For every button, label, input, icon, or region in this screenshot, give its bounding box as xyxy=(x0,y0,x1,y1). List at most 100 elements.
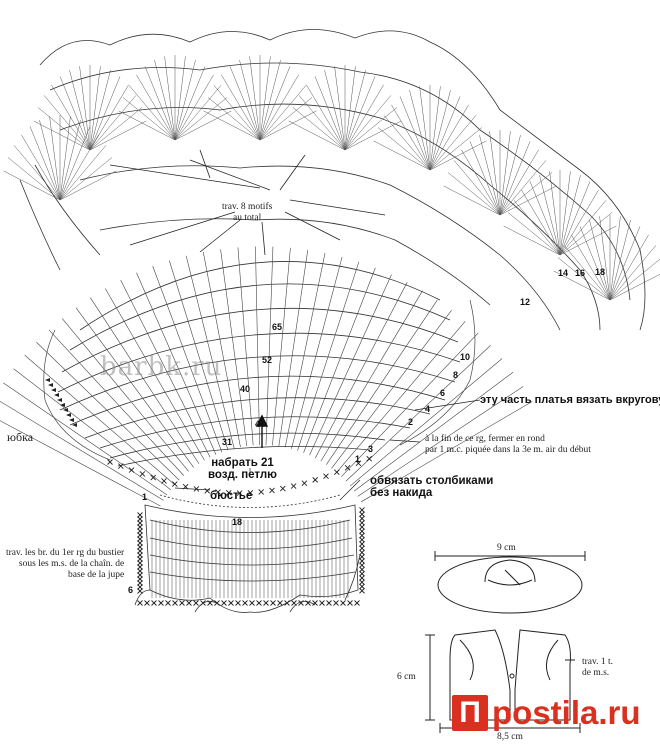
row-8: 8 xyxy=(453,370,458,380)
stitch-line xyxy=(559,181,591,256)
row-arrow xyxy=(51,388,56,392)
dim-vest-height: 6 cm xyxy=(397,672,416,682)
stitch-line xyxy=(333,469,340,475)
stitch-line xyxy=(359,545,365,552)
label-motifs: trav. 8 motifs au total xyxy=(222,202,273,223)
stitch-line xyxy=(503,225,561,256)
stitch-line xyxy=(429,104,469,171)
stitch-line xyxy=(7,157,61,201)
stitch-line xyxy=(340,600,346,606)
stitch-line xyxy=(341,332,479,477)
stitch-line xyxy=(137,572,143,578)
bodice-row-6: 6 xyxy=(128,585,133,595)
stitch-line xyxy=(24,354,176,486)
stitch-line xyxy=(291,600,297,606)
stitch-line xyxy=(377,127,431,171)
stitch-line xyxy=(359,562,365,569)
stitch-line xyxy=(136,272,217,455)
label-bodice-fr: trav. les br. du 1er rg du bustier sous … xyxy=(6,548,125,580)
row-12: 12 xyxy=(520,297,530,307)
stitch-line xyxy=(344,84,384,151)
sc-crosses xyxy=(107,455,373,606)
stitch-line xyxy=(48,329,185,476)
stitch-line xyxy=(203,110,261,141)
stitch-line xyxy=(259,110,317,141)
stitch-line xyxy=(59,126,91,201)
stitch-line xyxy=(59,170,117,201)
stitch-line xyxy=(571,234,611,301)
stitch-line xyxy=(144,66,176,141)
label-end-round: à la fin de ce rg, fermer en rond par 1 … xyxy=(425,434,591,455)
stitch-line xyxy=(221,74,261,141)
stitch-line xyxy=(259,66,291,141)
stitch-line xyxy=(259,85,307,141)
stitch-line xyxy=(499,141,531,216)
stitch-line xyxy=(277,600,283,606)
stitch-line xyxy=(599,216,611,301)
fan-spokes xyxy=(0,246,533,507)
stitch-line xyxy=(359,583,365,590)
stitch-line xyxy=(174,85,222,141)
stitch-line xyxy=(549,171,561,256)
start-arrow xyxy=(255,414,269,448)
stitch-line xyxy=(301,480,308,487)
stitch-line xyxy=(359,553,365,560)
stitch-line xyxy=(49,116,61,201)
stitch-line xyxy=(29,126,61,201)
stitch-line xyxy=(383,115,431,171)
stitch-line xyxy=(290,483,297,489)
stitch-line xyxy=(128,85,176,141)
stitch-line xyxy=(263,600,269,606)
stitch-line xyxy=(61,318,189,472)
stitch-line xyxy=(499,172,553,216)
stitch-line xyxy=(521,189,561,256)
stitch-line xyxy=(326,299,438,465)
dim-vest-width: 8,5 cm xyxy=(497,732,523,742)
stitch-line xyxy=(89,70,111,151)
stitch-line xyxy=(306,84,346,151)
stitch-line xyxy=(309,274,392,456)
stitch-line xyxy=(179,600,185,606)
row-31: 31 xyxy=(222,437,232,447)
stitch-line xyxy=(361,401,533,503)
stitch-line xyxy=(359,528,365,535)
bodice-stitches xyxy=(151,520,349,598)
stitch-line xyxy=(559,200,607,256)
stitch-line xyxy=(122,97,176,141)
row-1: 1 xyxy=(355,454,360,464)
row-arrow xyxy=(69,418,74,422)
stitch-line xyxy=(220,249,248,447)
stitch-line xyxy=(239,60,261,141)
stitch-line xyxy=(186,600,192,606)
stitch-line xyxy=(323,473,329,479)
stitch-line xyxy=(359,570,365,577)
stitch-line xyxy=(213,85,261,141)
stitch-line xyxy=(137,556,143,562)
stitch-line xyxy=(609,234,649,301)
stitch-line xyxy=(334,66,346,151)
stitch-line xyxy=(499,131,511,216)
postila-logo-icon: П xyxy=(452,695,488,731)
row-52: 52 xyxy=(262,355,272,365)
stitch-line xyxy=(137,548,143,554)
stitch-line xyxy=(174,66,206,141)
stitch-line xyxy=(164,56,176,141)
stitch-line xyxy=(171,481,178,487)
stitch-line xyxy=(324,70,346,151)
stitch-line xyxy=(453,160,501,216)
stitch-line xyxy=(429,90,451,171)
stitch-line xyxy=(499,135,521,216)
stitch-line xyxy=(359,579,365,586)
stitch-line xyxy=(69,70,91,151)
stitch-line xyxy=(359,515,365,522)
stitch-line xyxy=(609,258,660,301)
row-arrow xyxy=(72,423,77,427)
stitch-line xyxy=(314,76,346,151)
stitch-line xyxy=(359,524,365,530)
stitch-line xyxy=(137,532,143,538)
stitch-line xyxy=(331,310,452,469)
pointer-lines xyxy=(174,399,481,501)
stitch-line xyxy=(447,172,501,216)
stitch-line xyxy=(499,185,557,216)
stitch-line xyxy=(104,288,205,461)
